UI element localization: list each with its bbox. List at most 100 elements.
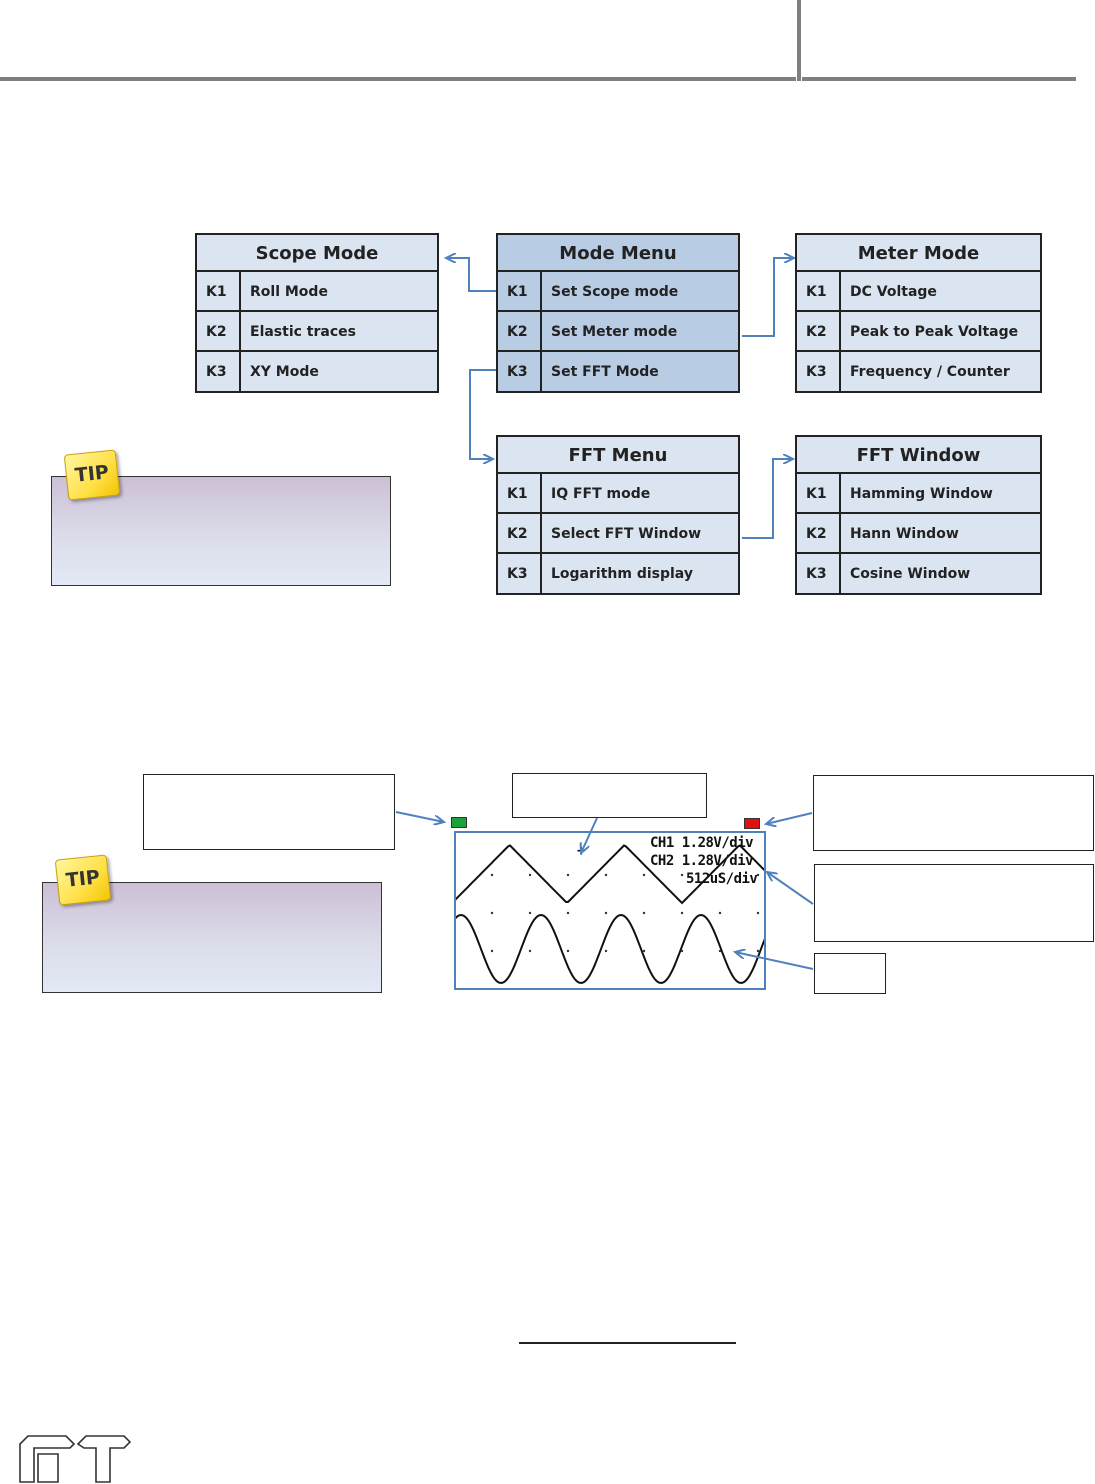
menu-connectors [0, 0, 1095, 539]
row-label: Hann Window [850, 526, 959, 542]
mode-menu-title: Mode Menu [498, 235, 738, 272]
fft-window-row-k3[interactable]: K3 Cosine Window [797, 554, 1040, 593]
meter-mode-row-k2[interactable]: K2 Peak to Peak Voltage [797, 312, 1040, 352]
tip-note-icon-1: TIP [63, 449, 121, 501]
mode-menu-row-k1[interactable]: K1 Set Scope mode [498, 272, 738, 312]
meter-mode-title: Meter Mode [797, 235, 1040, 272]
grid-dot [718, 873, 722, 877]
grid-dot [718, 911, 722, 915]
fft-window-row-k1[interactable]: K1 Hamming Window [797, 474, 1040, 514]
callout-right-3 [814, 953, 886, 994]
row-label: Peak to Peak Voltage [850, 324, 1019, 340]
timebase-readout: 512uS/div [686, 871, 758, 887]
fft-menu: FFT Menu K1 IQ FFT mode K2 Select FFT Wi… [496, 435, 740, 595]
row-label: Elastic traces [250, 324, 356, 340]
grid-dot [642, 949, 646, 953]
meter-mode-row-k1[interactable]: K1 DC Voltage [797, 272, 1040, 312]
grid-dot [680, 911, 684, 915]
arrow-to-fft-window [742, 459, 793, 539]
grid-dot [566, 873, 570, 877]
fft-menu-row-k3[interactable]: K3 Logarithm display [498, 554, 738, 593]
key-label: K3 [197, 352, 241, 391]
row-label: Set Meter mode [551, 324, 678, 340]
callout-left-top [143, 774, 395, 850]
grid-dot [566, 949, 570, 953]
header-divider-vertical [797, 0, 801, 81]
row-label: Roll Mode [250, 284, 328, 300]
grid-dot [642, 911, 646, 915]
scope-callout-arrows [395, 811, 814, 970]
callout-right-1 [813, 775, 1094, 851]
ch2-sine-trace [456, 914, 764, 984]
row-label: Cosine Window [850, 566, 971, 582]
arrow-to-readout [767, 872, 814, 905]
key-label: K1 [797, 474, 841, 512]
key-label: K2 [197, 312, 241, 350]
arrow-to-scope-mode [446, 258, 496, 292]
ch1-triangle-trace [456, 844, 764, 905]
key-label: K3 [797, 554, 841, 593]
callout-right-2 [814, 864, 1094, 942]
grid-dot [604, 911, 608, 915]
fft-window-row-k2[interactable]: K2 Hann Window [797, 514, 1040, 554]
grid-dot [604, 873, 608, 877]
row-label: Select FFT Window [551, 526, 702, 542]
row-label: DC Voltage [850, 284, 937, 300]
scope-mode-row-k2[interactable]: K2 Elastic traces [197, 312, 437, 352]
mode-menu-row-k3[interactable]: K3 Set FFT Mode [498, 352, 738, 391]
key-label: K1 [498, 272, 542, 310]
arrow-to-red-led [766, 812, 813, 824]
grid-dot [566, 911, 570, 915]
callout-center-top [512, 773, 707, 818]
grid-dot [756, 873, 760, 877]
meter-mode-row-k3[interactable]: K3 Frequency / Counter [797, 352, 1040, 391]
grid-dot [490, 873, 494, 877]
arrow-to-fft-menu [469, 369, 496, 459]
header-rule-right [802, 77, 1076, 81]
row-label: Hamming Window [850, 486, 993, 502]
mode-menu: Mode Menu K1 Set Scope mode K2 Set Meter… [496, 233, 740, 393]
grid-dot [528, 911, 532, 915]
fft-menu-row-k1[interactable]: K1 IQ FFT mode [498, 474, 738, 514]
ch1-scale-readout: CH1 1.28V/div [650, 835, 754, 851]
row-label: Set FFT Mode [551, 364, 659, 380]
meter-mode-menu: Meter Mode K1 DC Voltage K2 Peak to Peak… [795, 233, 1042, 393]
scope-mode-title: Scope Mode [197, 235, 437, 272]
fft-window-title: FFT Window [797, 437, 1040, 474]
key-label: K3 [498, 554, 542, 593]
row-label: Set Scope mode [551, 284, 679, 300]
grid-dot [680, 873, 684, 877]
row-label: Logarithm display [551, 566, 693, 582]
grid-dot [718, 949, 722, 953]
footer-underline [519, 1342, 736, 1344]
arrow-to-trigger [581, 817, 598, 853]
scope-waveforms [456, 844, 764, 984]
scope-mode-row-k1[interactable]: K1 Roll Mode [197, 272, 437, 312]
header-rule-left [0, 77, 796, 81]
grid-dot [756, 911, 760, 915]
grid-dot [490, 911, 494, 915]
scope-mode-menu: Scope Mode K1 Roll Mode K2 Elastic trace… [195, 233, 439, 393]
key-label: K2 [797, 514, 841, 552]
key-label: K2 [797, 312, 841, 350]
fft-window-menu: FFT Window K1 Hamming Window K2 Hann Win… [795, 435, 1042, 595]
arrow-to-trace [735, 952, 814, 970]
grid-dot [756, 949, 760, 953]
fft-menu-row-k2[interactable]: K2 Select FFT Window [498, 514, 738, 554]
grid-dot [642, 873, 646, 877]
key-label: K2 [498, 514, 542, 552]
arrow-to-meter-mode [742, 258, 794, 337]
scope-screen: CH1 1.28V/div CH2 1.28V/div 512uS/div + [454, 831, 766, 990]
key-label: K3 [498, 352, 542, 391]
fft-menu-title: FFT Menu [498, 437, 738, 474]
key-label: K1 [197, 272, 241, 310]
grid-dot [490, 949, 494, 953]
status-led-red [744, 818, 760, 829]
scope-mode-row-k3[interactable]: K3 XY Mode [197, 352, 437, 391]
key-label: K1 [797, 272, 841, 310]
key-label: K2 [498, 312, 542, 350]
mode-menu-row-k2[interactable]: K2 Set Meter mode [498, 312, 738, 352]
row-label: Frequency / Counter [850, 364, 1010, 380]
scope-grid-dots [490, 873, 760, 953]
grid-dot [528, 873, 532, 877]
